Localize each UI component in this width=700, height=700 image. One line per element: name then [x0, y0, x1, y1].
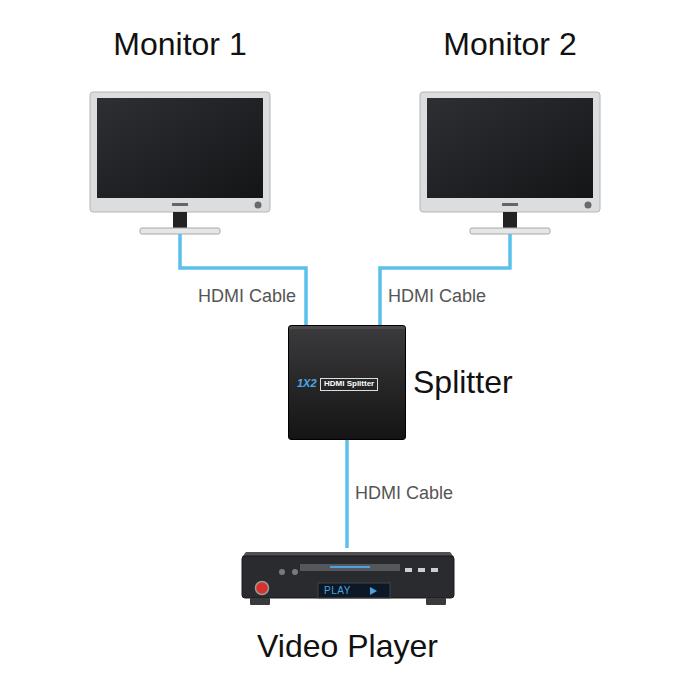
monitor-screen	[97, 98, 263, 198]
tray-light	[330, 566, 370, 568]
monitor-base	[140, 228, 220, 234]
monitor-base	[470, 228, 550, 234]
monitor-bezel	[420, 92, 600, 212]
monitor-logo	[172, 203, 188, 206]
device-heading: Splitter	[413, 364, 513, 401]
splitter-box: 1X2HDMI SplitterSplitter	[288, 325, 406, 440]
power-button	[255, 202, 262, 209]
player-foot	[250, 598, 270, 605]
monitor-illustration	[90, 92, 270, 234]
player-button	[431, 568, 438, 572]
model-label: 1X2	[297, 377, 317, 389]
hdmi-cable	[380, 234, 510, 325]
device-heading: Video Player	[238, 628, 457, 665]
player-button	[418, 568, 425, 572]
cable-label: HDMI Cable	[353, 483, 455, 505]
display-text: PLAY	[324, 585, 351, 597]
monitor-screen	[427, 98, 593, 198]
monitor-neck	[173, 212, 187, 228]
device-heading: Monitor 1	[88, 26, 272, 63]
monitor-unit: Monitor 2	[418, 26, 602, 234]
player-foot	[426, 598, 446, 605]
monitor-unit: Monitor 1	[88, 26, 272, 234]
player-body	[242, 556, 454, 598]
cable-label: HDMI Cable	[196, 286, 298, 308]
player-illustration	[242, 552, 454, 605]
player-button	[405, 568, 412, 572]
power-button	[256, 582, 269, 595]
video-player: PLAY Video Player	[238, 548, 457, 676]
player-button	[279, 569, 285, 575]
power-button	[585, 202, 592, 209]
device-heading: Monitor 2	[418, 26, 602, 63]
play-icon	[370, 587, 377, 595]
cable-label: HDMI Cable	[386, 286, 488, 308]
disc-tray	[300, 564, 400, 571]
hdmi-cable	[180, 234, 306, 325]
monitor-logo	[502, 203, 518, 206]
product-tag: HDMI Splitter	[320, 378, 378, 391]
monitor-illustration	[420, 92, 600, 234]
player-display	[318, 583, 390, 598]
hdmi-cable	[345, 440, 349, 548]
monitor-bezel	[90, 92, 270, 212]
player-button	[292, 569, 298, 575]
monitor-neck	[503, 212, 517, 228]
